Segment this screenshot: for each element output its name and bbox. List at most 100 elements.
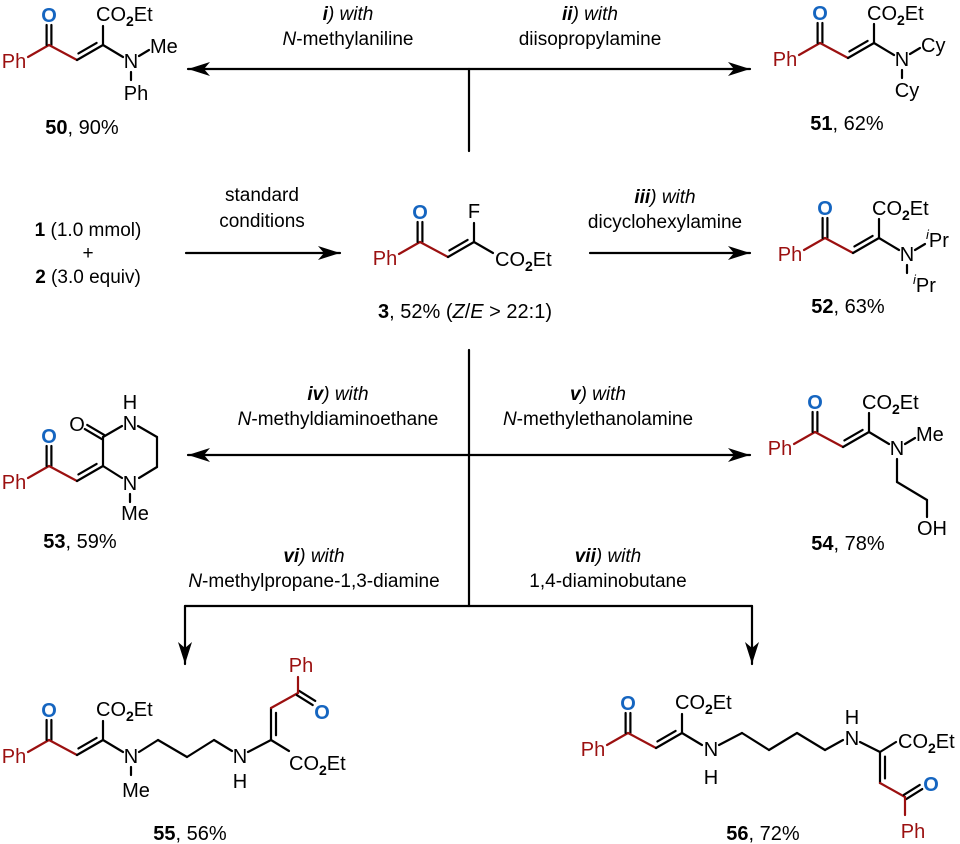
bond bbox=[858, 740, 882, 754]
c3-oxygen-label-part: O bbox=[412, 202, 428, 224]
double-bond bbox=[841, 430, 871, 449]
conditions-line1: standard bbox=[225, 185, 299, 206]
c56-nh-label: N bbox=[704, 739, 718, 761]
c56-phenyl-label: Ph bbox=[581, 739, 605, 761]
route-vii-reagent-part: 1,4-diaminobutane bbox=[529, 571, 686, 592]
bond bbox=[156, 738, 189, 759]
phenyl-bond bbox=[26, 464, 51, 480]
c54-oxygen-label-part: O bbox=[807, 392, 823, 414]
c50-methyl-label: Me bbox=[150, 36, 178, 58]
bond bbox=[795, 731, 827, 752]
compound-c3-label-part: E bbox=[470, 301, 484, 323]
reactant-1-part: (1.0 mmol) bbox=[45, 220, 141, 241]
route-vi-label-part: vi bbox=[283, 546, 300, 567]
bond bbox=[740, 731, 771, 752]
bond bbox=[767, 731, 799, 752]
compound-c55-label: 55, 56% bbox=[153, 823, 227, 844]
c54-ester-label-part: Et bbox=[900, 392, 919, 414]
c52-nitrogen-label: N bbox=[900, 244, 914, 266]
reactant-2-part: 2 bbox=[35, 267, 46, 288]
c3-ester-label-part: CO bbox=[495, 249, 525, 271]
c51-phenyl-label: Ph bbox=[773, 49, 797, 71]
route-ii-reagent-part: diisopropylamine bbox=[519, 29, 662, 50]
phenyl-bond bbox=[26, 738, 51, 754]
ketone-bond bbox=[813, 430, 845, 449]
route-iii-label: iii) with bbox=[634, 187, 695, 208]
c55-nh-label-part: N bbox=[233, 746, 247, 768]
bond bbox=[185, 738, 216, 759]
c51-oxygen-label-part: O bbox=[812, 3, 828, 25]
phenyl-bond bbox=[605, 731, 630, 747]
compound-c3-label: 3, 52% (Z/E > 22:1) bbox=[378, 301, 552, 323]
c53-oxygen-label: O bbox=[41, 426, 57, 448]
c55-oxygen-label-2: O bbox=[314, 702, 330, 724]
c52-ester-label: CO2Et bbox=[872, 198, 929, 223]
c55-ester-label-part: Et bbox=[134, 699, 153, 721]
c52-nitrogen-label-part: N bbox=[900, 244, 914, 266]
bond bbox=[137, 738, 160, 754]
compound-c54-label: 54, 78% bbox=[811, 533, 885, 555]
conditions-line2: conditions bbox=[219, 211, 305, 232]
double-bond-inner bbox=[848, 39, 869, 53]
double-bond-inner bbox=[77, 736, 98, 750]
arrowhead-icon bbox=[188, 62, 210, 76]
reactant-2-part: (3.0 equiv) bbox=[46, 267, 141, 288]
plus-sign: + bbox=[82, 243, 93, 264]
c52-ester-label-part: CO bbox=[872, 198, 902, 220]
c53-methyl-label: Me bbox=[121, 503, 149, 525]
c52-ester-label-part: Et bbox=[910, 198, 929, 220]
route-v-reagent-part: N bbox=[503, 409, 517, 430]
arrowhead-icon bbox=[318, 246, 340, 260]
compound-c3-label-part: / bbox=[465, 301, 471, 323]
c51-ester-label: CO2Et bbox=[867, 3, 924, 28]
c55-nitrogen-label-part: N bbox=[124, 746, 138, 768]
c51-cyclohexyl-label-part: Cy bbox=[921, 35, 945, 57]
bond bbox=[877, 236, 901, 252]
c56-nh-label-part: N bbox=[704, 739, 718, 761]
compound-c54-label-part: , 78% bbox=[834, 533, 885, 555]
c55-h-label: H bbox=[233, 771, 247, 793]
c3-ester-label-part: Et bbox=[533, 249, 552, 271]
route-iv-label: iv) with bbox=[307, 384, 368, 405]
route-ii-label-part: ii bbox=[562, 4, 573, 25]
route-i-reagent-part: N bbox=[283, 29, 297, 50]
c3-ester-label: CO2Et bbox=[495, 249, 552, 274]
c55-ester-label-2: CO2Et bbox=[289, 753, 346, 778]
route-iii-label-part: ) with bbox=[648, 187, 695, 208]
route-ii-label: ii) with bbox=[562, 4, 618, 25]
c53-oxygen-label-part: O bbox=[41, 426, 57, 448]
c56-h-label-2: H bbox=[845, 707, 859, 729]
c55-ester-label-part: CO bbox=[96, 699, 126, 721]
carbonyl-bond bbox=[905, 787, 924, 801]
c56-ester-label-2-part: Et bbox=[936, 731, 955, 753]
c3-fluorine-label-part: F bbox=[468, 201, 480, 223]
c54-oxygen-label: O bbox=[807, 392, 823, 414]
double-bond-inner bbox=[77, 41, 98, 55]
bond bbox=[903, 436, 917, 446]
route-v-reagent: N-methylethanolamine bbox=[503, 409, 693, 430]
double-bond bbox=[75, 738, 105, 757]
bond bbox=[680, 731, 704, 747]
route-vi-reagent: N-methylpropane-1,3-diamine bbox=[188, 571, 439, 592]
ketone-bond bbox=[823, 236, 855, 255]
c56-phenyl-label-2: Ph bbox=[901, 821, 925, 843]
c54-ester-label-part: 2 bbox=[892, 401, 900, 417]
c56-ester-label-part: 2 bbox=[705, 701, 713, 717]
c56-h-label: H bbox=[704, 767, 718, 789]
c54-ester-label: CO2Et bbox=[862, 392, 919, 417]
c55-ester-label-part: 2 bbox=[126, 708, 134, 724]
arrowhead-icon bbox=[178, 642, 192, 664]
route-i-reagent: N-methylaniline bbox=[283, 29, 414, 50]
double-bond-inner bbox=[77, 462, 98, 476]
route-vii-label: vii) with bbox=[575, 546, 642, 567]
c50-phenyl-label: Ph bbox=[2, 51, 26, 73]
c56-oxygen-label-2: O bbox=[923, 774, 939, 796]
c50-nitrogen-label: N bbox=[124, 51, 138, 73]
bond bbox=[101, 738, 125, 754]
route-iii-label-part: iii bbox=[634, 187, 651, 208]
compound-c50-label-part: 50 bbox=[45, 117, 67, 139]
compound-c55-label-part: , 56% bbox=[176, 823, 227, 844]
double-bond bbox=[446, 240, 476, 259]
route-vii-label-part: vii bbox=[575, 546, 597, 567]
